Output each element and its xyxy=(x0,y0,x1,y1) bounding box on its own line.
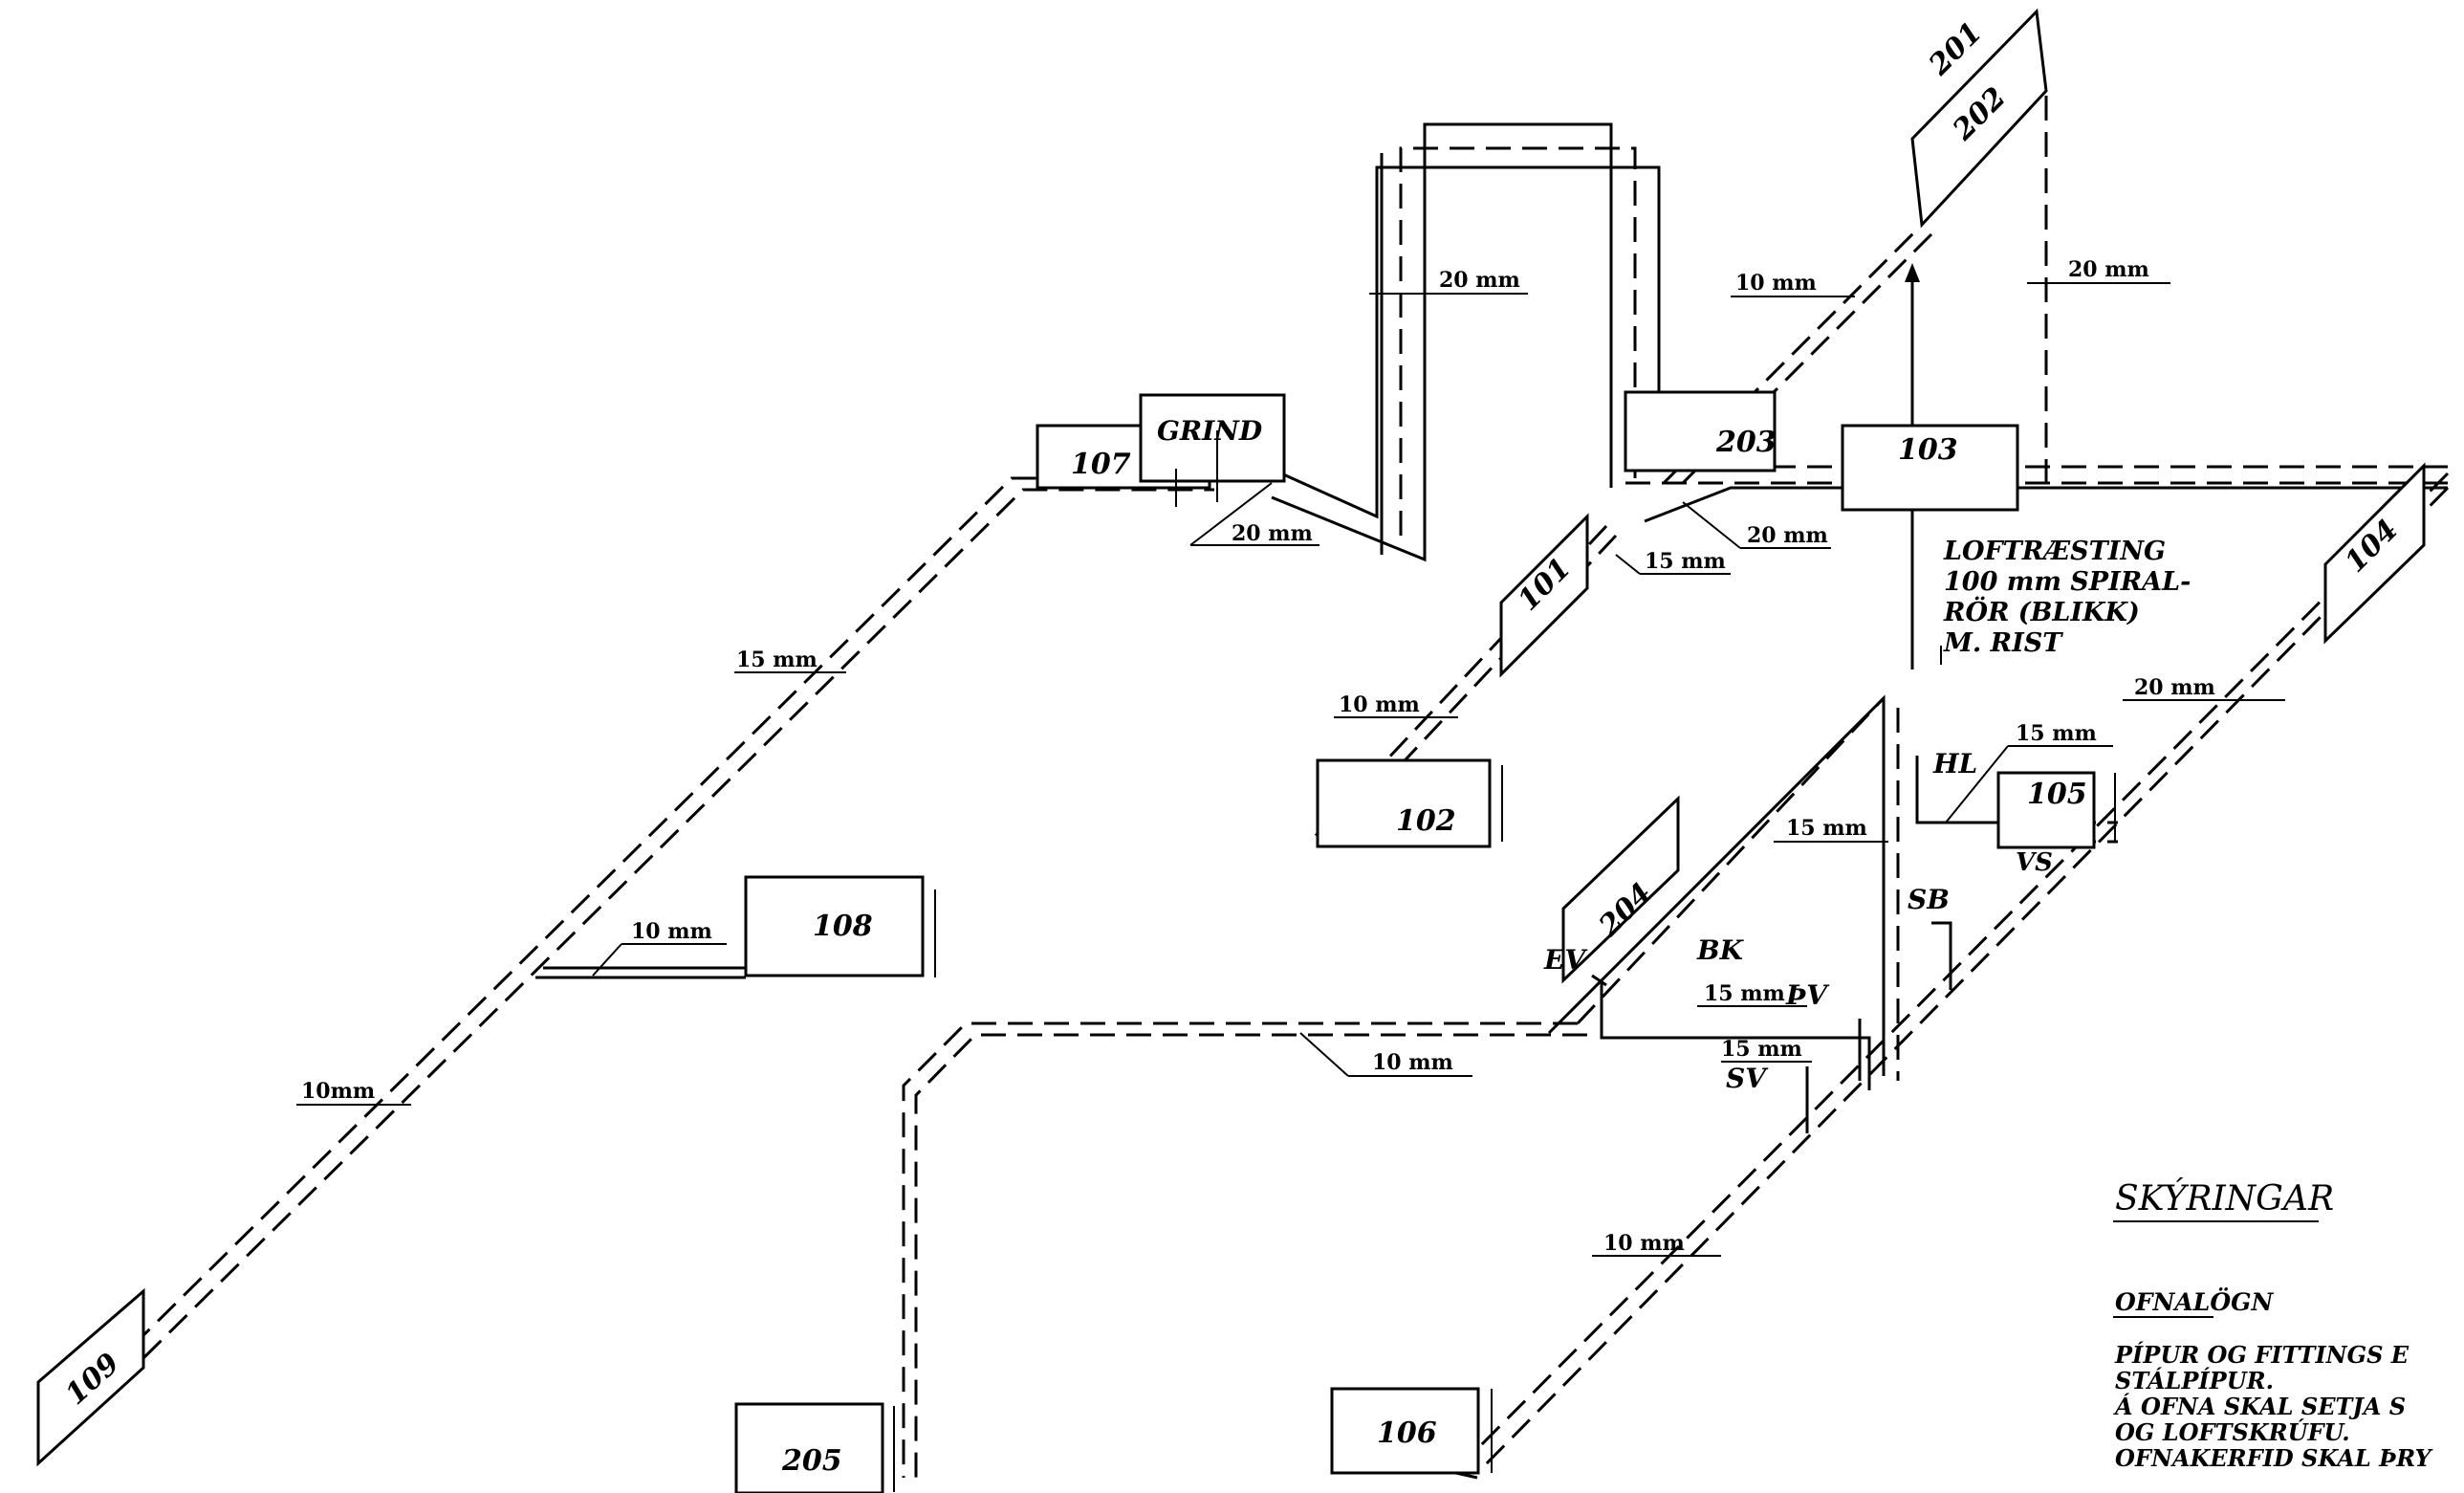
ventilation-note-line-1: LOFTRÆSTING xyxy=(1943,537,2166,566)
label-ev: EV xyxy=(1543,944,1588,976)
dim-d13: 15 mm xyxy=(1704,981,1785,1006)
dim-d2: 20 mm xyxy=(1232,521,1313,546)
radiator-203 xyxy=(1624,390,1777,472)
dim-d6: 15 mm xyxy=(736,648,818,672)
dim-d17: 10 mm xyxy=(1603,1231,1685,1256)
leader-d7 xyxy=(1615,554,1731,575)
dim-d12: 10 mm xyxy=(631,919,712,944)
leader-ventilation xyxy=(1175,469,1942,665)
pipe-sb xyxy=(1931,921,1952,990)
pipe-network xyxy=(130,96,2450,1480)
pipe-right-diag-2 xyxy=(1480,486,2450,1470)
label-thv: ÞV xyxy=(1785,979,1830,1011)
leader-d5 xyxy=(1682,501,1831,549)
leader-d16 xyxy=(1299,1032,1472,1077)
dim-d5: 20 mm xyxy=(1747,523,1828,548)
legend: SKÝRINGAR OFNALÖGN PÍPUR OG FITTINGS E S… xyxy=(2113,1178,2433,1472)
pipe-204-to-205-upper xyxy=(902,1021,1578,1478)
legend-line-1: PÍPUR OG FITTINGS E xyxy=(2114,1341,2409,1369)
label-sv: SV xyxy=(1726,1063,1769,1094)
legend-title: SKÝRINGAR xyxy=(2115,1178,2334,1219)
dim-d3: 10 mm xyxy=(1735,271,1817,296)
radiator-109 xyxy=(36,1287,145,1467)
leader-d2 xyxy=(1189,482,1319,546)
label-hl: HL xyxy=(1932,748,1977,779)
ventilation-note-line-4: M. RIST xyxy=(1943,628,2063,658)
radiator-101 xyxy=(1499,513,1589,678)
legend-line-4: OG LOFTSKRÚFU. xyxy=(2115,1418,2350,1446)
radiator-201-202 xyxy=(1910,8,2048,229)
pipe-109-107-upper xyxy=(142,488,1214,1360)
dim-d16: 10 mm xyxy=(1372,1050,1453,1075)
label-106: 106 xyxy=(1377,1416,1437,1450)
dim-d9: 20 mm xyxy=(2134,675,2215,700)
pipe-204-diag-solid xyxy=(1547,694,1886,1076)
pipe-grind-zigzag-2 xyxy=(1271,122,1613,562)
radiator-grind-box xyxy=(1139,393,1286,483)
radiator-103 xyxy=(1841,424,2019,512)
dim-d4: 20 mm xyxy=(2068,257,2149,282)
radiator-204 xyxy=(1561,795,1680,984)
radiator-102 xyxy=(1316,758,1492,848)
radiator-108 xyxy=(744,875,925,977)
radiator-105 xyxy=(1996,771,2096,849)
fixture-labels: GRIND HL VS SB BK EV ÞV SV xyxy=(1157,415,2053,1094)
pipe-204-to-205-lower xyxy=(914,1033,1587,1478)
pipe-109-107-lower xyxy=(130,476,1214,1349)
dim-d10: 15 mm xyxy=(2016,721,2097,746)
pipe-grind-zigzag xyxy=(1280,165,1661,519)
pipe-bk-group xyxy=(1600,980,1871,1090)
dim-d7: 15 mm xyxy=(1645,549,1726,574)
radiator-104 xyxy=(2323,462,2426,645)
leader-d10 xyxy=(1945,745,2113,823)
label-sb: SB xyxy=(1908,884,1950,915)
dim-d8: 10 mm xyxy=(1339,692,1420,717)
dimension-leaders xyxy=(296,282,2319,1318)
radiator-edges xyxy=(893,430,2116,1492)
dim-d11: 15 mm xyxy=(1786,816,1867,841)
label-205: 205 xyxy=(781,1444,842,1478)
pipe-ev xyxy=(1591,974,1607,987)
label-203: 203 xyxy=(1715,426,1777,459)
ventilation-note-line-2: 100 mm SPIRAL- xyxy=(1944,567,2191,597)
radiator-205 xyxy=(734,1402,884,1493)
label-108: 108 xyxy=(813,910,873,943)
label-107: 107 xyxy=(1071,448,1131,481)
dimension-texts: 20 mm 20 mm 10 mm 20 mm 20 mm 15 mm 15 m… xyxy=(301,257,2215,1256)
radiator-106 xyxy=(1330,1387,1480,1475)
legend-subtitle: OFNALÖGN xyxy=(2115,1288,2274,1316)
label-102: 102 xyxy=(1396,804,1456,838)
dim-d1: 20 mm xyxy=(1439,268,1520,293)
leader-d12 xyxy=(592,943,727,977)
dim-d14: 15 mm xyxy=(1721,1037,1802,1062)
pipe-loop-dashed xyxy=(1399,146,1637,536)
ventilation-arrow-head xyxy=(1905,263,1920,282)
radiators xyxy=(36,8,2426,1493)
legend-line-2: STÁLPÍPUR. xyxy=(2115,1367,2274,1394)
pipe-hl xyxy=(1915,756,2013,824)
label-105: 105 xyxy=(2027,778,2087,811)
pipe-204-diag xyxy=(1576,696,1886,1025)
label-103: 103 xyxy=(1898,433,1958,467)
ventilation-note: LOFTRÆSTING 100 mm SPIRAL- RÖR (BLIKK) M… xyxy=(1943,537,2191,658)
ventilation-note-line-3: RÖR (BLIKK) xyxy=(1943,595,2140,627)
label-vs: VS xyxy=(2016,848,2053,877)
legend-line-5: OFNAKERFID SKAL ÞRY xyxy=(2115,1444,2433,1472)
pipe-header-solid xyxy=(1644,486,2448,523)
legend-line-3: Á OFNA SKAL SETJA S xyxy=(2113,1393,2406,1420)
label-grind: GRIND xyxy=(1157,415,1263,447)
pipe-right-diag-1 xyxy=(1466,472,2450,1460)
label-bk: BK xyxy=(1696,934,1745,966)
dim-d15: 10mm xyxy=(301,1079,375,1104)
